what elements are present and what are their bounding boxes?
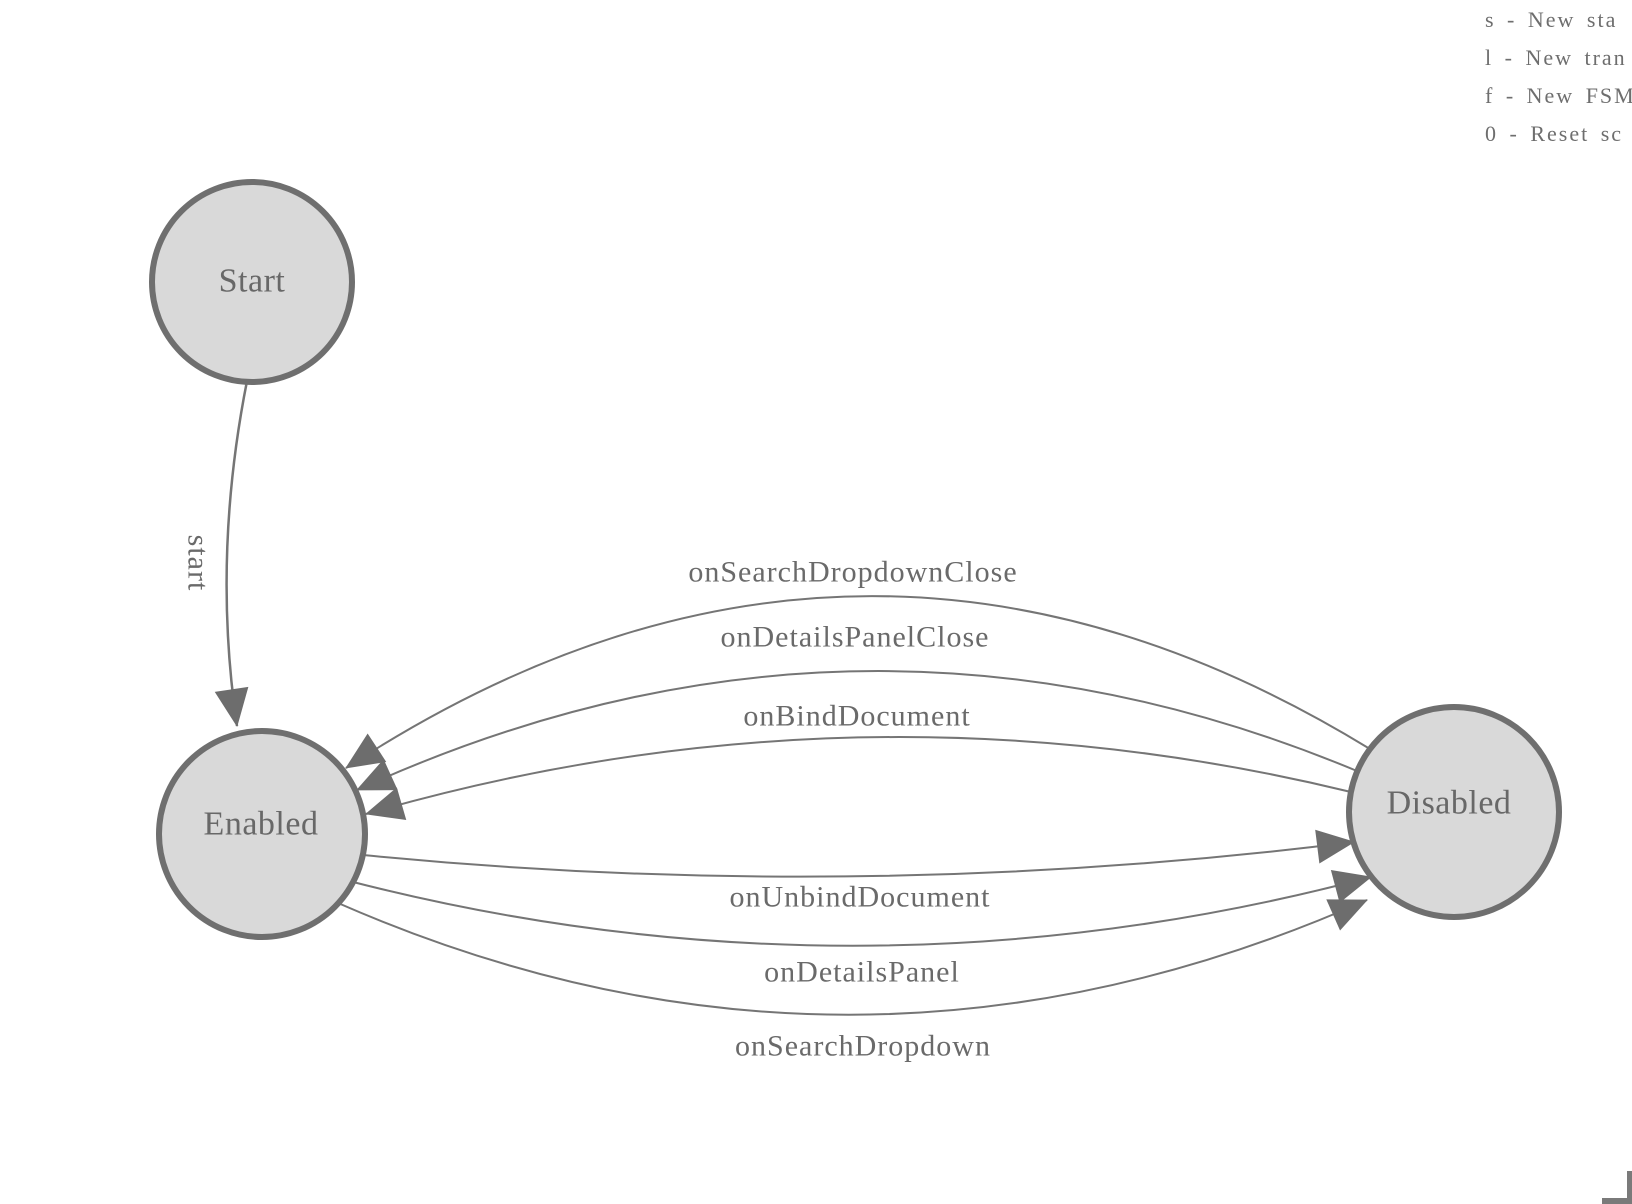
state-node-disabled[interactable]: Disabled [1346, 704, 1562, 920]
state-circle-disabled[interactable] [1346, 704, 1562, 920]
transition-label-ondetailspanel: onDetailsPanel [764, 956, 960, 989]
state-node-start[interactable]: Start [149, 179, 355, 385]
state-label-start: Start [219, 263, 286, 300]
transition-ondetailspanelclose-path[interactable] [356, 670, 1358, 791]
transition-label-ondetailspanelclose: onDetailsPanelClose [721, 621, 990, 654]
transition-start-path[interactable] [214, 380, 249, 727]
transition-onunbinddocument-path[interactable] [362, 829, 1355, 878]
keyboard-shortcuts-legend: s - New sta l - New tran f - New FSM 0 -… [1485, 1, 1632, 153]
transition-onsearchdropdown-path[interactable] [337, 899, 1368, 1016]
transition-label-onbinddocument: onBindDocument [743, 700, 970, 733]
state-circle-enabled[interactable] [156, 728, 368, 940]
transition-label-onsearchdropdownclose: onSearchDropdownClose [688, 556, 1017, 589]
transition-label-onsearchdropdown: onSearchDropdown [735, 1030, 991, 1063]
paper-corner-horizontal-edge [1602, 1198, 1632, 1204]
state-circle-start[interactable] [149, 179, 355, 385]
transition-label-start: start [182, 535, 215, 592]
transition-label-onunbinddocument: onUnbindDocument [730, 881, 991, 914]
legend-line-new-transition: l - New tran [1485, 45, 1627, 70]
transition-onbinddocument-path[interactable] [365, 736, 1352, 821]
legend-line-new-fsm: f - New FSM [1485, 83, 1632, 108]
transition-onsearchdropdownclose-path[interactable] [345, 595, 1371, 769]
paper-corner-vertical-edge [1627, 1171, 1632, 1204]
transition-ondetailspanel-path[interactable] [352, 870, 1372, 947]
state-node-enabled[interactable]: Enabled [156, 728, 368, 940]
state-label-enabled: Enabled [204, 806, 319, 843]
state-label-disabled: Disabled [1387, 785, 1512, 822]
legend-line-new-state: s - New sta [1485, 7, 1618, 32]
legend-line-reset: 0 - Reset sc [1485, 121, 1624, 146]
